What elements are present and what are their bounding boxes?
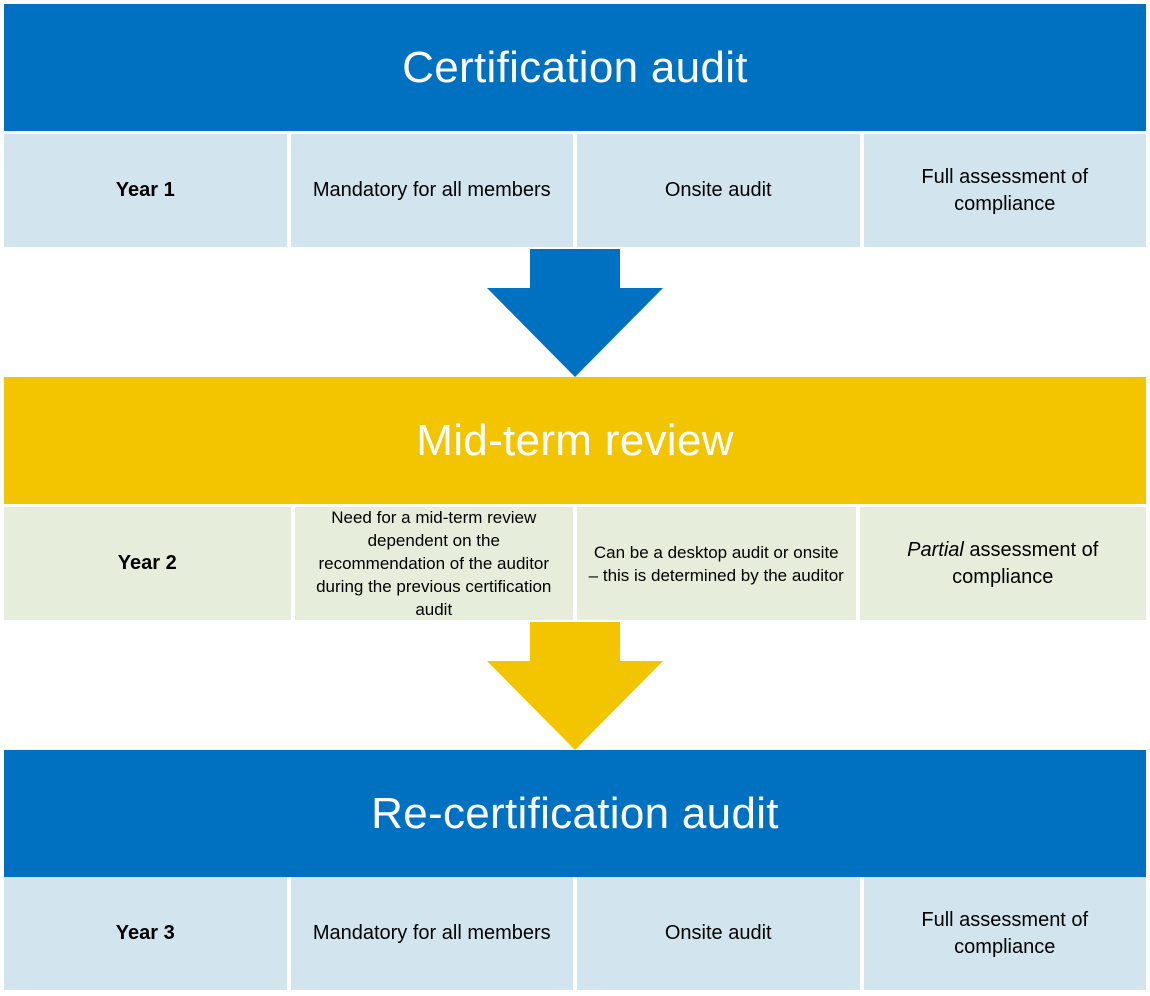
audit-type-cell: Can be a desktop audit or onsite – this … xyxy=(577,507,856,620)
certification-audit-title: Certification audit xyxy=(402,42,748,92)
year-3-cell: Year 3 xyxy=(4,877,287,990)
mandatory-cell: Mandatory for all members xyxy=(290,877,573,990)
arrow-down-icon xyxy=(487,249,663,377)
year-1-cell: Year 1 xyxy=(4,134,287,247)
certification-audit-header: Certification audit xyxy=(4,4,1146,131)
mid-term-review-row: Year 2 Need for a mid-term review depend… xyxy=(4,507,1146,620)
assessment-cell: Full assessment of compliance xyxy=(863,134,1146,247)
mid-term-review-header: Mid-term review xyxy=(4,377,1146,504)
certification-audit-row: Year 1 Mandatory for all members Onsite … xyxy=(4,134,1146,247)
mid-term-review-title: Mid-term review xyxy=(416,415,734,465)
re-certification-audit-row: Year 3 Mandatory for all members Onsite … xyxy=(4,877,1146,990)
audit-type-cell: Onsite audit xyxy=(577,877,860,990)
assessment-cell: Full assessment of compliance xyxy=(863,877,1146,990)
partial-word: Partial xyxy=(907,538,964,561)
mandatory-cell: Mandatory for all members xyxy=(290,134,573,247)
re-certification-audit-header: Re-certification audit xyxy=(4,750,1146,877)
audit-type-cell: Onsite audit xyxy=(577,134,860,247)
year-2-cell: Year 2 xyxy=(4,507,291,620)
arrow-down-icon xyxy=(487,622,663,750)
re-certification-audit-title: Re-certification audit xyxy=(371,788,779,838)
assessment-text: assessment of compliance xyxy=(952,538,1099,588)
assessment-cell: Partial assessment of compliance xyxy=(859,507,1146,620)
review-need-cell: Need for a mid-term review dependent on … xyxy=(294,507,573,620)
